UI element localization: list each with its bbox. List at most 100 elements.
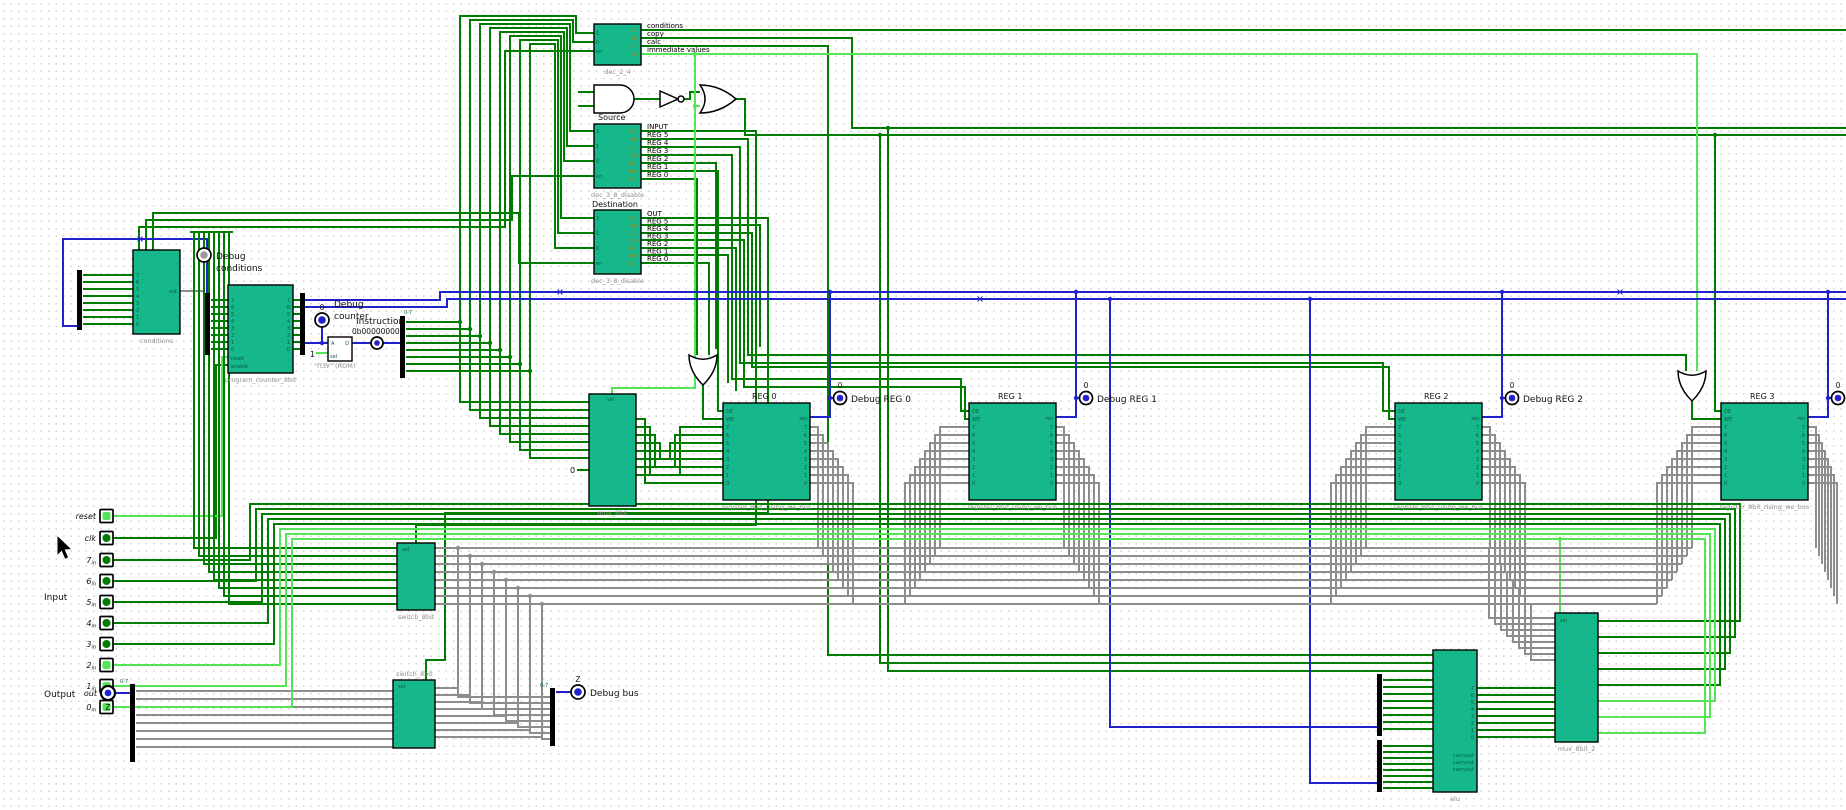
reg-3[interactable]: REG 3register_8bit_rising_we_busOEWE7654… [1720, 392, 1810, 511]
text-label: out [84, 689, 98, 698]
splitter[interactable] [1377, 740, 1382, 792]
splitter[interactable] [1377, 674, 1382, 736]
bus-wire [505, 580, 550, 722]
bus-tunnel-mark [557, 289, 563, 295]
text-label: OUT [647, 210, 663, 218]
not-gate[interactable] [659, 89, 685, 109]
text-label: Source [598, 113, 626, 122]
and-gate[interactable] [593, 84, 635, 114]
bus-wire [529, 371, 589, 459]
or-gate-reg0[interactable] [688, 353, 718, 387]
splitter[interactable] [400, 316, 405, 378]
text-label: 0 [1510, 381, 1515, 390]
bus-wire [1808, 482, 1838, 604]
bus-wire [223, 232, 397, 597]
text-label: 0b00000000 [352, 327, 400, 336]
reg-1[interactable]: REG 1register_8bit_rising_we_busOEWE7654… [968, 392, 1058, 511]
bus-wire [1808, 434, 1820, 556]
text-label: REG 3 [647, 147, 668, 155]
wire [641, 170, 723, 412]
bus-wire [1524, 596, 1555, 655]
wire [425, 217, 769, 680]
bus-wire [113, 523, 1721, 686]
input-in-5[interactable]: 5in [86, 594, 114, 610]
bus-wire [481, 564, 550, 710]
input-in-4[interactable]: 4in [86, 615, 114, 631]
bus-wire [113, 538, 1706, 734]
wire [1691, 401, 1721, 420]
text-label: dec_2_4 [604, 68, 630, 76]
mux-8bit[interactable]: mux_8bit [588, 393, 637, 517]
bus-wire [636, 442, 723, 460]
splitter[interactable] [300, 293, 305, 355]
bus-wire [1056, 482, 1100, 604]
wire-junction [527, 368, 533, 374]
bus-wire [517, 588, 550, 728]
text-label: 0 [1084, 381, 1089, 390]
wire [611, 106, 696, 394]
bus-wire [1808, 426, 1817, 548]
text-label: Destination [592, 200, 638, 209]
wire [406, 27, 594, 344]
bus-wire [509, 357, 589, 443]
wire [641, 262, 710, 355]
text-label: Debug REG 2 [1523, 395, 1583, 405]
bus-wire [1808, 450, 1826, 572]
text-label: REG 2 [647, 155, 668, 163]
text-label: REG 2 [1424, 392, 1448, 401]
bus-wire [213, 232, 397, 581]
or-gate-reg3[interactable] [1677, 369, 1707, 403]
text-label: REG 1 [647, 163, 668, 171]
bus-wire [1482, 450, 1506, 572]
wire [810, 292, 831, 418]
bus-wire [914, 466, 969, 588]
or-gate[interactable] [698, 84, 738, 114]
input-in-3[interactable]: 3in [86, 636, 114, 652]
text-label: Z [575, 675, 580, 684]
switch-8bit-2[interactable]: switch_8bit [392, 670, 436, 749]
reg-0[interactable]: REG 0register_8bit_rising_we_busOEWE7654… [722, 392, 812, 511]
bus-wire [939, 426, 969, 548]
splitter[interactable] [205, 293, 210, 355]
bus-wire [636, 434, 723, 468]
mux-8bit-2[interactable]: mux_8bit_2 [1554, 612, 1599, 753]
bus-wire [810, 426, 819, 548]
bus-wire [1494, 556, 1555, 625]
splitter[interactable] [77, 270, 82, 330]
splitter[interactable] [550, 688, 555, 746]
input-in-0[interactable]: 0in [86, 699, 114, 715]
reg-2[interactable]: REG 2register_8bit_rising_we_busOEWE7654… [1394, 392, 1484, 511]
bus-wire [435, 736, 543, 739]
bus-wire [499, 350, 589, 435]
wire [736, 98, 1846, 136]
wire-junction [1073, 289, 1079, 295]
source-decoder[interactable]: dec_3_8_disable210en11111010110001101000… [591, 123, 669, 199]
bus-wire [457, 548, 550, 698]
bus-wire [218, 232, 397, 589]
text-label: Debug REG 1 [1097, 395, 1157, 405]
switch-8bit-1[interactable]: switch_8bit [396, 542, 436, 621]
input-in-6[interactable]: 6in [86, 573, 114, 589]
text-label: 5in [86, 598, 96, 609]
input-in-2[interactable]: 2in [86, 657, 114, 673]
bus-wire [934, 434, 969, 556]
wire-junction [692, 51, 698, 57]
bus-wire [1676, 450, 1721, 572]
input-reset[interactable]: reset [76, 508, 114, 524]
input-in-7[interactable]: 7in [86, 552, 114, 568]
input-clk[interactable]: clk [85, 530, 114, 546]
splitter[interactable] [130, 684, 135, 762]
wire [1109, 299, 1377, 728]
bus-wire [113, 518, 1726, 670]
